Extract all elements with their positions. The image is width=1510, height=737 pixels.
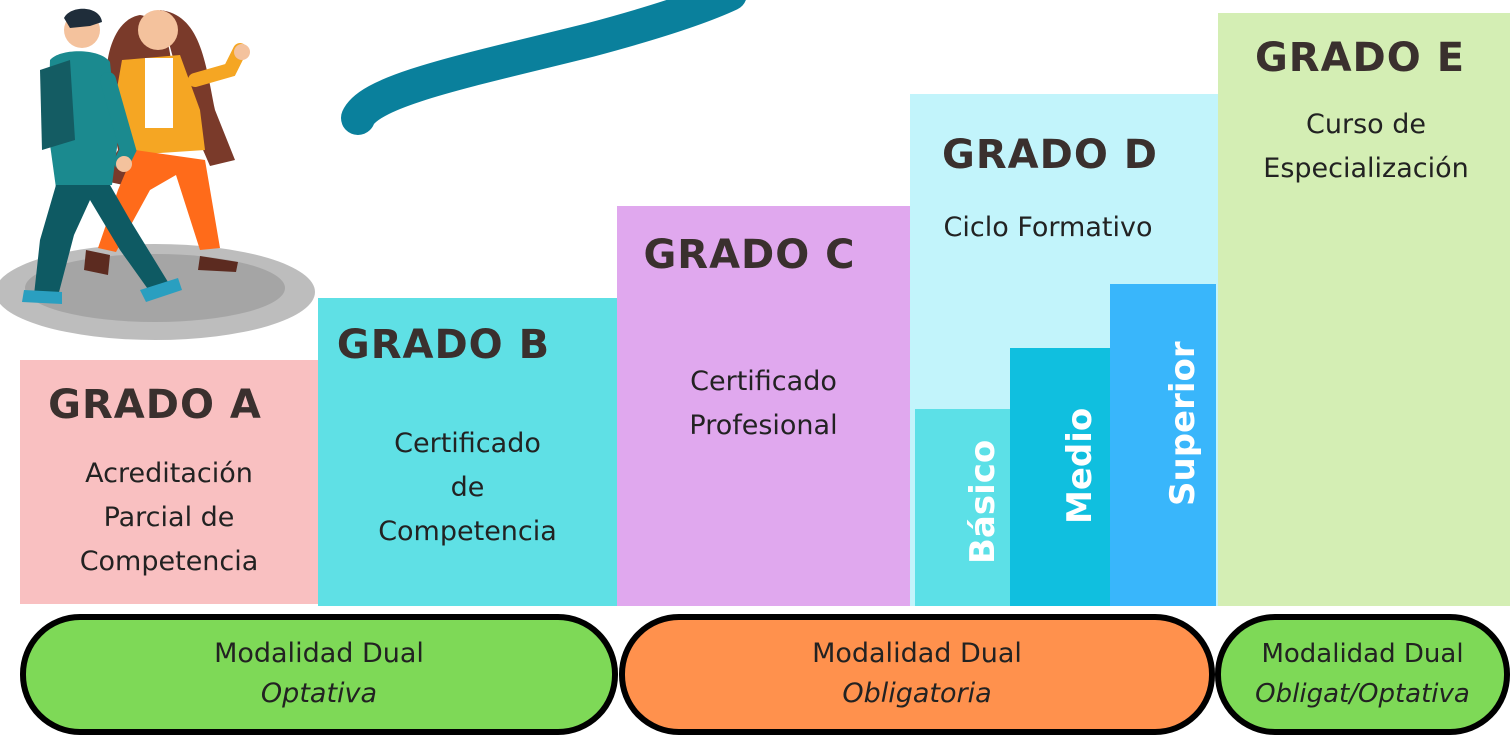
grade-a-step: GRADO A Acreditación Parcial de Competen… bbox=[20, 360, 318, 604]
grade-e-desc-line: Curso de bbox=[1306, 109, 1426, 140]
modality-pill-obligatoria: Modalidad Dual Obligatoria bbox=[619, 614, 1215, 735]
grade-a-desc-line: Acreditación bbox=[85, 458, 253, 489]
modality-label: Modalidad Dual bbox=[214, 638, 424, 669]
grade-b-desc-line: Certificado bbox=[394, 428, 541, 459]
grade-c-desc-line: Profesional bbox=[689, 410, 838, 441]
modality-type: Optativa bbox=[260, 678, 378, 709]
modality-label: Modalidad Dual bbox=[1261, 639, 1464, 669]
grade-b-description: Certificado de Competencia bbox=[318, 422, 617, 554]
grade-e-description: Curso de Especialización bbox=[1220, 103, 1510, 191]
grade-c-description: Certificado Profesional bbox=[617, 360, 910, 448]
grade-e-desc-line: Especialización bbox=[1263, 153, 1469, 184]
grade-a-title: GRADO A bbox=[48, 382, 262, 428]
grade-b-desc-line: de bbox=[450, 472, 485, 503]
modality-type: Obligatoria bbox=[842, 678, 992, 709]
ciclo-basico-bar: Básico bbox=[915, 409, 1010, 606]
students-illustration bbox=[0, 8, 315, 340]
swoosh-stroke bbox=[341, 0, 746, 135]
grade-b-desc-line: Competencia bbox=[378, 516, 557, 547]
grade-d-title: GRADO D bbox=[942, 132, 1158, 178]
grade-c-step: GRADO C Certificado Profesional bbox=[617, 206, 910, 606]
grade-b-step: GRADO B Certificado de Competencia bbox=[318, 298, 617, 606]
ciclo-medio-label: Medio bbox=[1060, 407, 1100, 524]
ciclo-basico-label: Básico bbox=[962, 439, 1003, 564]
grade-a-desc-line: Parcial de bbox=[103, 502, 235, 533]
grade-b-title: GRADO B bbox=[336, 322, 551, 368]
grade-c-desc-line: Certificado bbox=[690, 366, 837, 397]
grade-d-description: Ciclo Formativo bbox=[894, 206, 1202, 250]
ciclo-superior-bar: Superior bbox=[1110, 284, 1216, 606]
modality-pill-optativa: Modalidad Dual Optativa bbox=[20, 614, 618, 735]
grade-a-description: Acreditación Parcial de Competencia bbox=[20, 452, 318, 584]
ciclo-superior-label: Superior bbox=[1163, 341, 1203, 506]
grade-e-title: GRADO E bbox=[1254, 35, 1466, 81]
ciclo-medio-bar: Medio bbox=[1010, 348, 1110, 606]
grade-e-step: GRADO E Curso de Especialización bbox=[1218, 13, 1510, 606]
grade-c-title: GRADO C bbox=[643, 232, 856, 278]
grade-a-desc-line: Competencia bbox=[79, 546, 259, 577]
modality-label: Modalidad Dual bbox=[812, 638, 1022, 669]
modality-type: Obligat/Optativa bbox=[1255, 679, 1470, 709]
grade-d-desc-line: Ciclo Formativo bbox=[943, 212, 1153, 243]
modality-pill-obligat-optativa: Modalidad Dual Obligat/Optativa bbox=[1215, 614, 1510, 735]
